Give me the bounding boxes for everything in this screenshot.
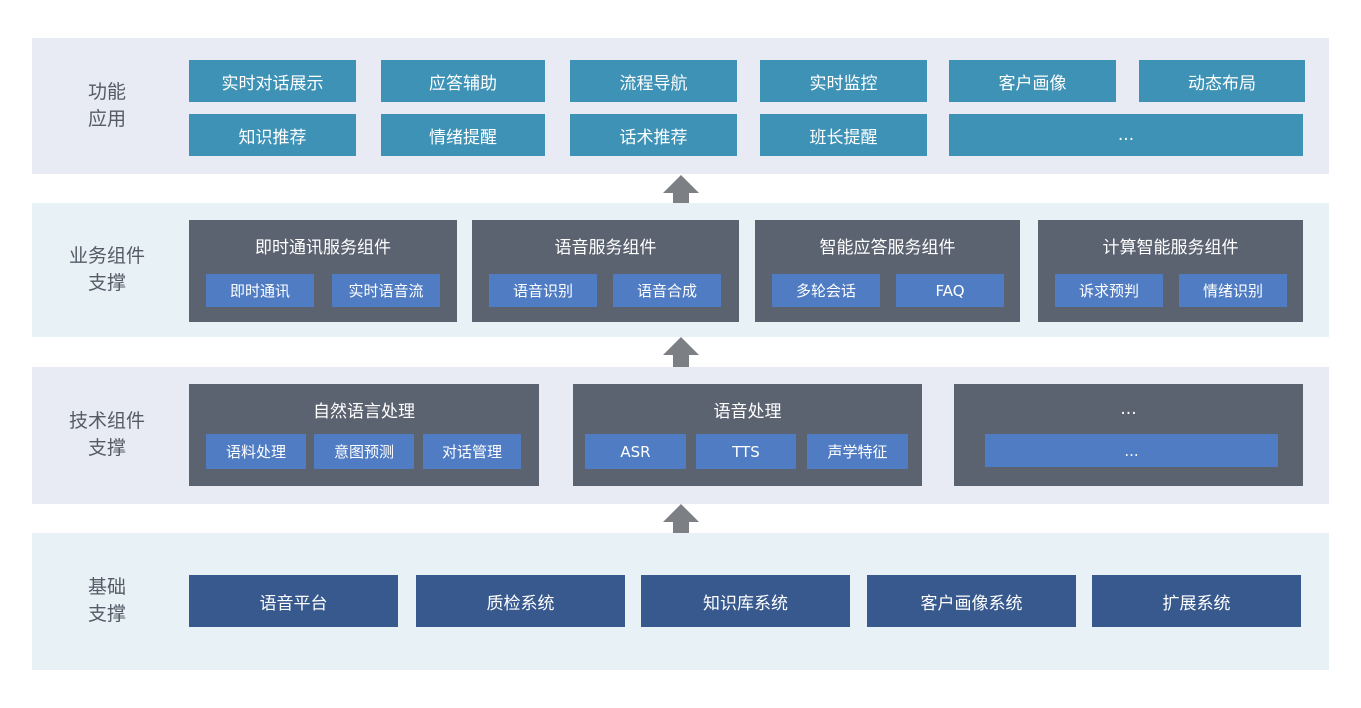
function-item: 实时对话展示 — [189, 60, 356, 102]
chip: 对话管理 — [423, 434, 521, 469]
layer-label-base: 基础 支撑 — [87, 576, 126, 625]
chip: ... — [985, 434, 1278, 467]
function-item: 动态布局 — [1139, 60, 1305, 102]
tech-panel: ... ... — [954, 384, 1303, 486]
tech-panel: 语音处理 ASR TTS 声学特征 — [573, 384, 922, 486]
chip: 语音合成 — [613, 274, 721, 307]
function-item: 话术推荐 — [570, 114, 737, 156]
function-item: 流程导航 — [570, 60, 737, 102]
base-item: 质检系统 — [416, 575, 625, 627]
chip: ASR — [585, 434, 686, 469]
chip: FAQ — [896, 274, 1004, 307]
panel-title: 语音处理 — [713, 402, 782, 422]
base-item: 语音平台 — [189, 575, 398, 627]
panel-title: 即时通讯服务组件 — [255, 238, 391, 258]
function-item: 实时监控 — [760, 60, 927, 102]
chip: 语料处理 — [206, 434, 306, 469]
function-item: 情绪提醒 — [381, 114, 545, 156]
business-panel: 计算智能服务组件 诉求预判 情绪识别 — [1038, 220, 1303, 322]
chip: 语音识别 — [489, 274, 597, 307]
business-panel: 智能应答服务组件 多轮会话 FAQ — [755, 220, 1020, 322]
layer-label-business: 业务组件 支撑 — [68, 245, 145, 294]
chip: 情绪识别 — [1179, 274, 1287, 307]
up-arrow-icon — [663, 175, 699, 219]
function-item: 客户画像 — [949, 60, 1116, 102]
function-item: 班长提醒 — [760, 114, 927, 156]
tech-panel: 自然语言处理 语料处理 意图预测 对话管理 — [189, 384, 539, 486]
function-item: 应答辅助 — [381, 60, 545, 102]
up-arrow-icon — [663, 337, 699, 381]
base-item: 客户画像系统 — [867, 575, 1076, 627]
panel-title: 自然语言处理 — [313, 402, 415, 422]
base-item: 扩展系统 — [1092, 575, 1301, 627]
layer-label-function: 功能 应用 — [87, 81, 126, 130]
business-panel: 即时通讯服务组件 即时通讯 实时语音流 — [189, 220, 457, 322]
function-item-more: ... — [949, 114, 1303, 156]
function-item: 知识推荐 — [189, 114, 356, 156]
base-item: 知识库系统 — [641, 575, 850, 627]
up-arrow-icon — [663, 504, 699, 548]
chip: TTS — [696, 434, 796, 469]
chip: 即时通讯 — [206, 274, 314, 307]
panel-title: 语音服务组件 — [554, 238, 657, 258]
panel-title: ... — [1120, 399, 1137, 419]
chip: 意图预测 — [314, 434, 414, 469]
panel-title: 计算智能服务组件 — [1102, 238, 1239, 258]
chip: 多轮会话 — [772, 274, 880, 307]
chip: 实时语音流 — [332, 274, 440, 307]
layer-label-tech: 技术组件 支撑 — [68, 410, 145, 459]
chip: 诉求预判 — [1055, 274, 1163, 307]
chip: 声学特征 — [807, 434, 908, 469]
panel-title: 智能应答服务组件 — [819, 238, 956, 258]
business-panel: 语音服务组件 语音识别 语音合成 — [472, 220, 739, 322]
